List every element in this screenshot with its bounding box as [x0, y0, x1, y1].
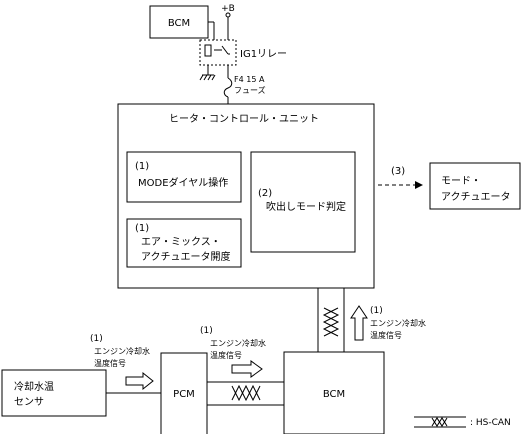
- left-signal-arrow: [125, 371, 154, 391]
- legend-label: : HS-CAN: [470, 418, 511, 428]
- mode-actuator-line1: モード・: [441, 176, 481, 187]
- air-mix-num: (1): [135, 223, 149, 234]
- blow-mode-num: (2): [258, 188, 272, 199]
- signal-mid-num: (1): [200, 326, 213, 336]
- ig1-relay-symbol: [199, 39, 237, 66]
- hs-can-vertical: [317, 288, 345, 352]
- bcm-bottom-label: BCM: [323, 389, 345, 400]
- mode-dial-box: [126, 151, 242, 203]
- signal-right-line2: 温度信号: [370, 330, 402, 340]
- mode-dial-num: (1): [135, 161, 149, 172]
- signal-right-line1: エンジン冷却水: [370, 318, 426, 328]
- mid-signal-arrow: [231, 360, 263, 378]
- air-mix-line2: アクチュエータ開度: [141, 250, 231, 263]
- signal-left-line2: 温度信号: [94, 358, 126, 368]
- air-mix-box: [126, 218, 242, 268]
- fuse-symbol: [223, 77, 233, 98]
- legend-hs-can-symbol: [414, 416, 466, 428]
- output-num: (3): [391, 166, 405, 177]
- fuse-rating-label: F4 15 A: [234, 75, 265, 84]
- sensor-line1: 冷却水温: [14, 380, 54, 393]
- blow-mode-box: [250, 151, 356, 253]
- mode-actuator-line2: アクチュエータ: [441, 191, 511, 203]
- hcu-title: ヒータ・コントロール・ユニット: [169, 113, 319, 125]
- air-mix-line1: エア・ミックス・: [141, 236, 221, 248]
- hs-can-horizontal: [207, 381, 284, 406]
- fuse-type-label: フューズ: [234, 85, 266, 95]
- ground-symbol: [199, 65, 216, 81]
- signal-mid-line1: エンジン冷却水: [210, 338, 266, 348]
- signal-left-line1: エンジン冷却水: [94, 346, 150, 356]
- signal-mid-line2: 温度信号: [210, 350, 242, 360]
- up-signal-arrow: [350, 305, 368, 341]
- sensor-line2: センサ: [14, 396, 44, 408]
- blow-mode-label: 吹出しモード判定: [266, 200, 346, 213]
- pcm-label: PCM: [173, 389, 195, 400]
- bcm-top-box: [149, 5, 209, 39]
- bcm-bottom-box: [283, 351, 385, 434]
- ig1-relay-label: IG1リレー: [240, 49, 287, 60]
- plus-b-label: +B: [221, 4, 235, 14]
- signal-left-num: (1): [90, 334, 103, 344]
- mode-dial-label: MODEダイヤル操作: [138, 176, 228, 189]
- bcm-top-label: BCM: [168, 18, 190, 29]
- pcm-box: [160, 352, 208, 434]
- plus-b-terminal: [225, 12, 231, 18]
- sensor-box: [1, 369, 107, 417]
- signal-right-num: (1): [370, 306, 383, 316]
- mode-actuator-box: [429, 162, 521, 210]
